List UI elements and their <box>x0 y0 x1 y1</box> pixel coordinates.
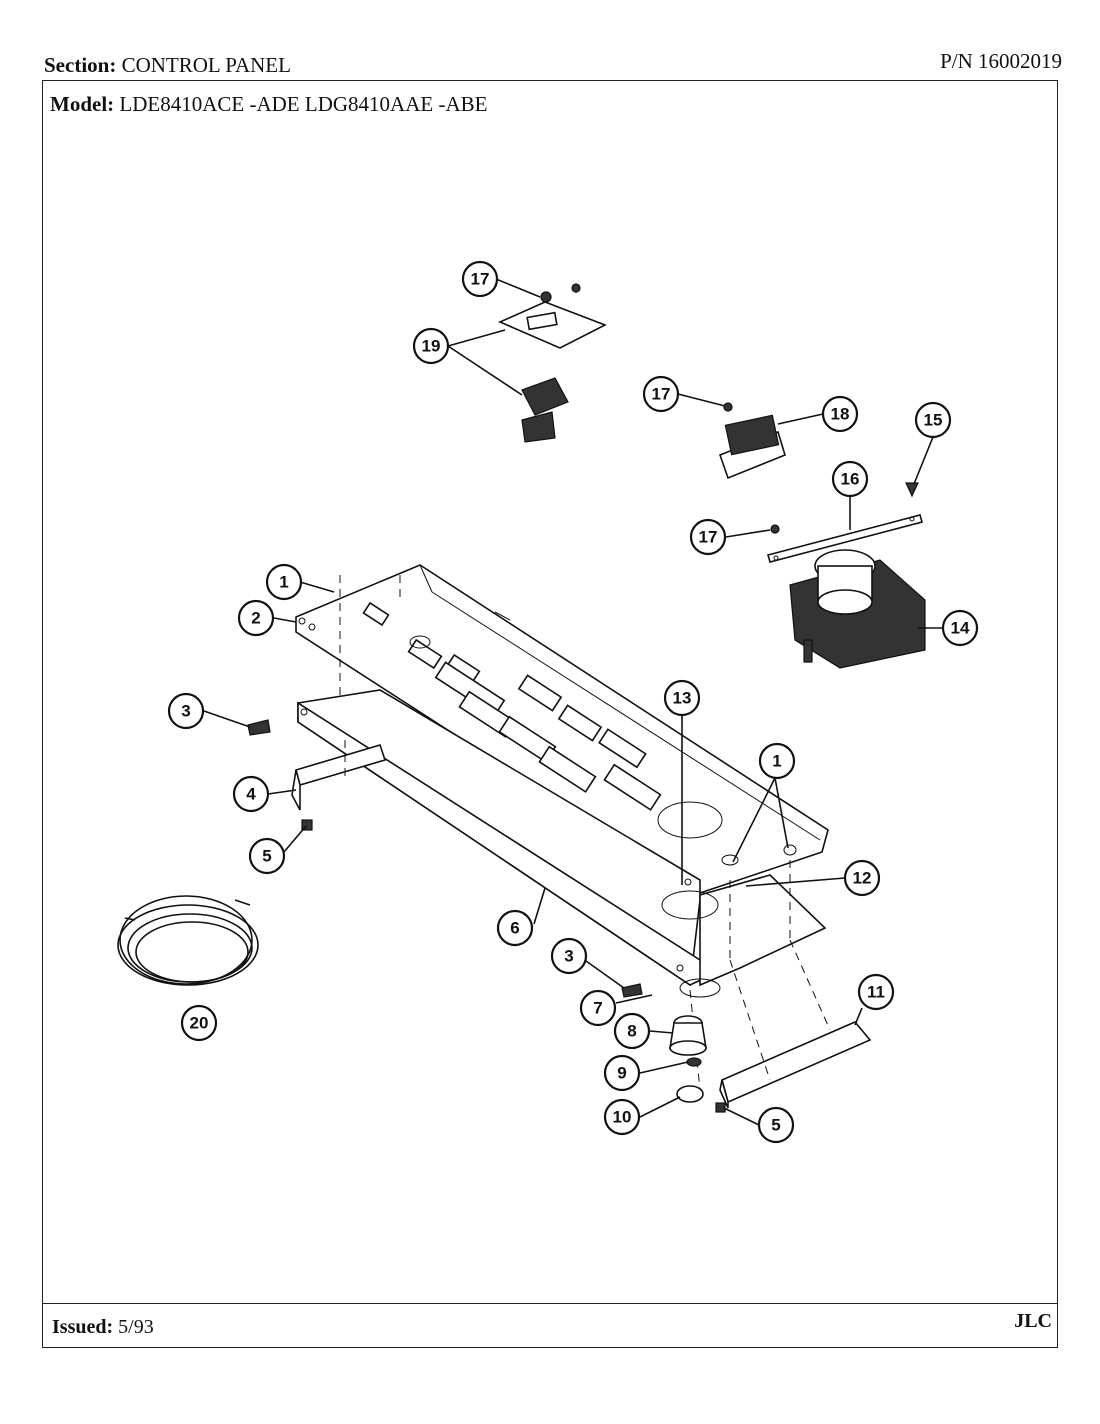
section-value: CONTROL PANEL <box>121 53 291 77</box>
callout-1-left: 1 <box>265 563 303 601</box>
assembly-guide-lines <box>339 575 831 1091</box>
issued-value: 5/93 <box>118 1316 154 1338</box>
part-number: P/N 16002019 <box>940 49 1062 73</box>
callout-label: 6 <box>510 919 519 938</box>
callout-label: 5 <box>262 847 271 866</box>
knob-part <box>669 1015 707 1056</box>
issued-label: Issued: <box>52 1316 114 1338</box>
callout-label: 4 <box>246 785 256 804</box>
callout-label: 17 <box>699 528 718 547</box>
callout-5-left: 5 <box>248 837 286 875</box>
callout-label: 10 <box>613 1108 632 1127</box>
timer-part <box>789 549 926 669</box>
callout-label: 17 <box>471 270 490 289</box>
callout-2: 2 <box>237 599 275 637</box>
callout-label: 8 <box>627 1022 636 1041</box>
callout-label: 14 <box>951 619 970 638</box>
insert-part <box>676 1085 704 1103</box>
callout-13: 13 <box>663 679 701 717</box>
screw-parts <box>540 283 919 534</box>
control-panel-part <box>295 564 829 894</box>
callout-3-left: 3 <box>167 692 205 730</box>
issued-line: Issued: 5/93 <box>52 1316 154 1339</box>
callout-label: 19 <box>422 337 441 356</box>
callout-label: 18 <box>831 405 850 424</box>
bracket-rail-part <box>297 689 827 998</box>
diagram-frame <box>42 80 1058 1348</box>
callout-label: 15 <box>924 411 943 430</box>
footer-code: JLC <box>1014 1310 1052 1332</box>
model-label: Model: <box>50 92 115 116</box>
callout-label: 11 <box>867 983 885 1002</box>
callout-1-right: 1 <box>758 742 796 780</box>
callout-label: 2 <box>251 609 260 628</box>
footer-divider <box>42 1303 1058 1304</box>
callout-11: 11 <box>857 973 895 1011</box>
callout-label: 5 <box>771 1116 780 1135</box>
callout-14: 14 <box>941 609 979 647</box>
callout-9: 9 <box>603 1054 641 1092</box>
callout-3-right: 3 <box>550 937 588 975</box>
callout-12: 12 <box>843 859 881 897</box>
washer-part <box>686 1057 702 1067</box>
callout-17-relay: 17 <box>642 375 680 413</box>
callout-label: 16 <box>841 470 860 489</box>
callout-6: 6 <box>496 909 534 947</box>
callout-5-right: 5 <box>757 1106 795 1144</box>
relay-part <box>718 414 786 480</box>
leader-lines <box>203 278 943 1126</box>
wire-harness-part <box>117 895 259 986</box>
callout-17-strap: 17 <box>689 518 727 556</box>
callout-label: 20 <box>190 1014 209 1033</box>
switch-assembly-part <box>498 301 607 443</box>
callout-17-top: 17 <box>461 260 499 298</box>
callout-label: 17 <box>652 385 671 404</box>
callout-15: 15 <box>914 401 952 439</box>
callout-label: 3 <box>181 702 190 721</box>
callout-4: 4 <box>232 775 270 813</box>
callout-label: 1 <box>772 752 781 771</box>
callout-20: 20 <box>180 1004 218 1042</box>
right-end-bracket-part <box>715 1021 872 1113</box>
callout-label: 9 <box>617 1064 626 1083</box>
callout-19: 19 <box>412 327 450 365</box>
model-value: LDE8410ACE -ADE LDG8410AAE -ABE <box>119 92 488 116</box>
strap-part <box>767 514 923 563</box>
callout-8: 8 <box>613 1012 651 1050</box>
callout-18: 18 <box>821 395 859 433</box>
section-header: Section: CONTROL PANEL <box>44 53 291 78</box>
callout-label: 1 <box>279 573 288 592</box>
callout-label: 13 <box>673 689 692 708</box>
left-end-bracket-part <box>291 744 387 831</box>
section-label: Section: <box>44 53 117 77</box>
callout-label: 7 <box>593 999 602 1018</box>
callout-label: 12 <box>853 869 872 888</box>
callout-7: 7 <box>579 989 617 1027</box>
callout-label: 3 <box>564 947 573 966</box>
clip-parts <box>247 719 643 998</box>
callout-16: 16 <box>831 460 869 498</box>
model-line: Model: LDE8410ACE -ADE LDG8410AAE -ABE <box>50 92 487 117</box>
callout-10: 10 <box>603 1098 641 1136</box>
